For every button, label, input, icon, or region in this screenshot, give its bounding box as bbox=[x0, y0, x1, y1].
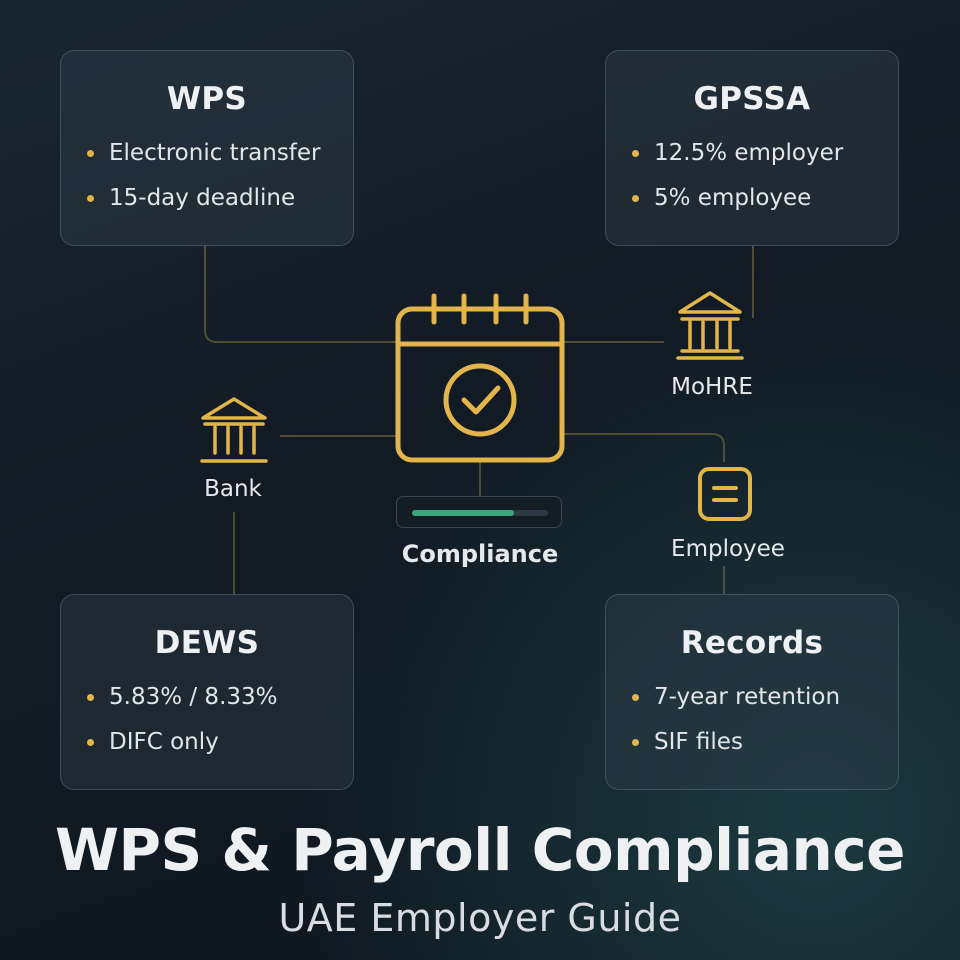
compliance-progress-bar bbox=[396, 496, 562, 528]
gpssa-card-list: 12.5% employer 5% employee bbox=[606, 131, 898, 221]
gpssa-card-title: GPSSA bbox=[693, 81, 811, 117]
list-item: SIF files bbox=[632, 720, 898, 765]
bullet-dot-icon bbox=[632, 150, 639, 157]
gpssa-card: GPSSA 12.5% employer 5% employee bbox=[605, 50, 899, 246]
list-item-text: Electronic transfer bbox=[109, 140, 321, 166]
institution-building-icon bbox=[676, 291, 744, 360]
list-item-text: 12.5% employer bbox=[654, 140, 844, 166]
list-item: 5% employee bbox=[632, 176, 898, 221]
bullet-dot-icon bbox=[87, 150, 94, 157]
page-subtitle: UAE Employer Guide bbox=[278, 896, 682, 940]
wps-card: WPS Electronic transfer 15-day deadline bbox=[60, 50, 354, 246]
bank-building-icon bbox=[200, 397, 268, 463]
list-item-text: 7-year retention bbox=[654, 684, 841, 710]
list-item-text: 5.83% / 8.33% bbox=[109, 684, 278, 710]
wps-card-title: WPS bbox=[166, 81, 248, 117]
list-item: 12.5% employer bbox=[632, 131, 898, 176]
list-item: Electronic transfer bbox=[87, 131, 353, 176]
bullet-dot-icon bbox=[87, 694, 94, 701]
calendar-check-icon bbox=[395, 293, 565, 463]
list-item: 5.83% / 8.33% bbox=[87, 675, 353, 720]
list-item-text: 5% employee bbox=[654, 185, 812, 211]
connector-calendar-employee bbox=[562, 433, 725, 462]
wps-card-list: Electronic transfer 15-day deadline bbox=[61, 131, 353, 221]
compliance-label: Compliance bbox=[401, 540, 559, 568]
bullet-dot-icon bbox=[632, 694, 639, 701]
progress-fill bbox=[412, 510, 514, 516]
bank-label: Bank bbox=[204, 476, 262, 502]
list-item-text: 15-day deadline bbox=[109, 185, 296, 211]
mohre-label: MoHRE bbox=[671, 374, 753, 400]
list-item: 7-year retention bbox=[632, 675, 898, 720]
list-item: 15-day deadline bbox=[87, 176, 353, 221]
dews-card-list: 5.83% / 8.33% DIFC only bbox=[61, 675, 353, 765]
progress-track bbox=[412, 510, 548, 516]
bullet-dot-icon bbox=[632, 739, 639, 746]
employee-label: Employee bbox=[671, 536, 785, 562]
dews-card-title: DEWS bbox=[154, 625, 260, 661]
employee-document-icon bbox=[698, 467, 752, 521]
connector-wps-calendar bbox=[204, 246, 398, 343]
list-item-text: DIFC only bbox=[109, 729, 219, 755]
list-item-text: SIF files bbox=[654, 729, 743, 755]
bullet-dot-icon bbox=[632, 195, 639, 202]
bullet-dot-icon bbox=[87, 739, 94, 746]
records-card: Records 7-year retention SIF files bbox=[605, 594, 899, 790]
list-item: DIFC only bbox=[87, 720, 353, 765]
bullet-dot-icon bbox=[87, 195, 94, 202]
records-card-list: 7-year retention SIF files bbox=[606, 675, 898, 765]
records-card-title: Records bbox=[680, 625, 824, 661]
dews-card: DEWS 5.83% / 8.33% DIFC only bbox=[60, 594, 354, 790]
page-title: WPS & Payroll Compliance bbox=[54, 816, 906, 884]
